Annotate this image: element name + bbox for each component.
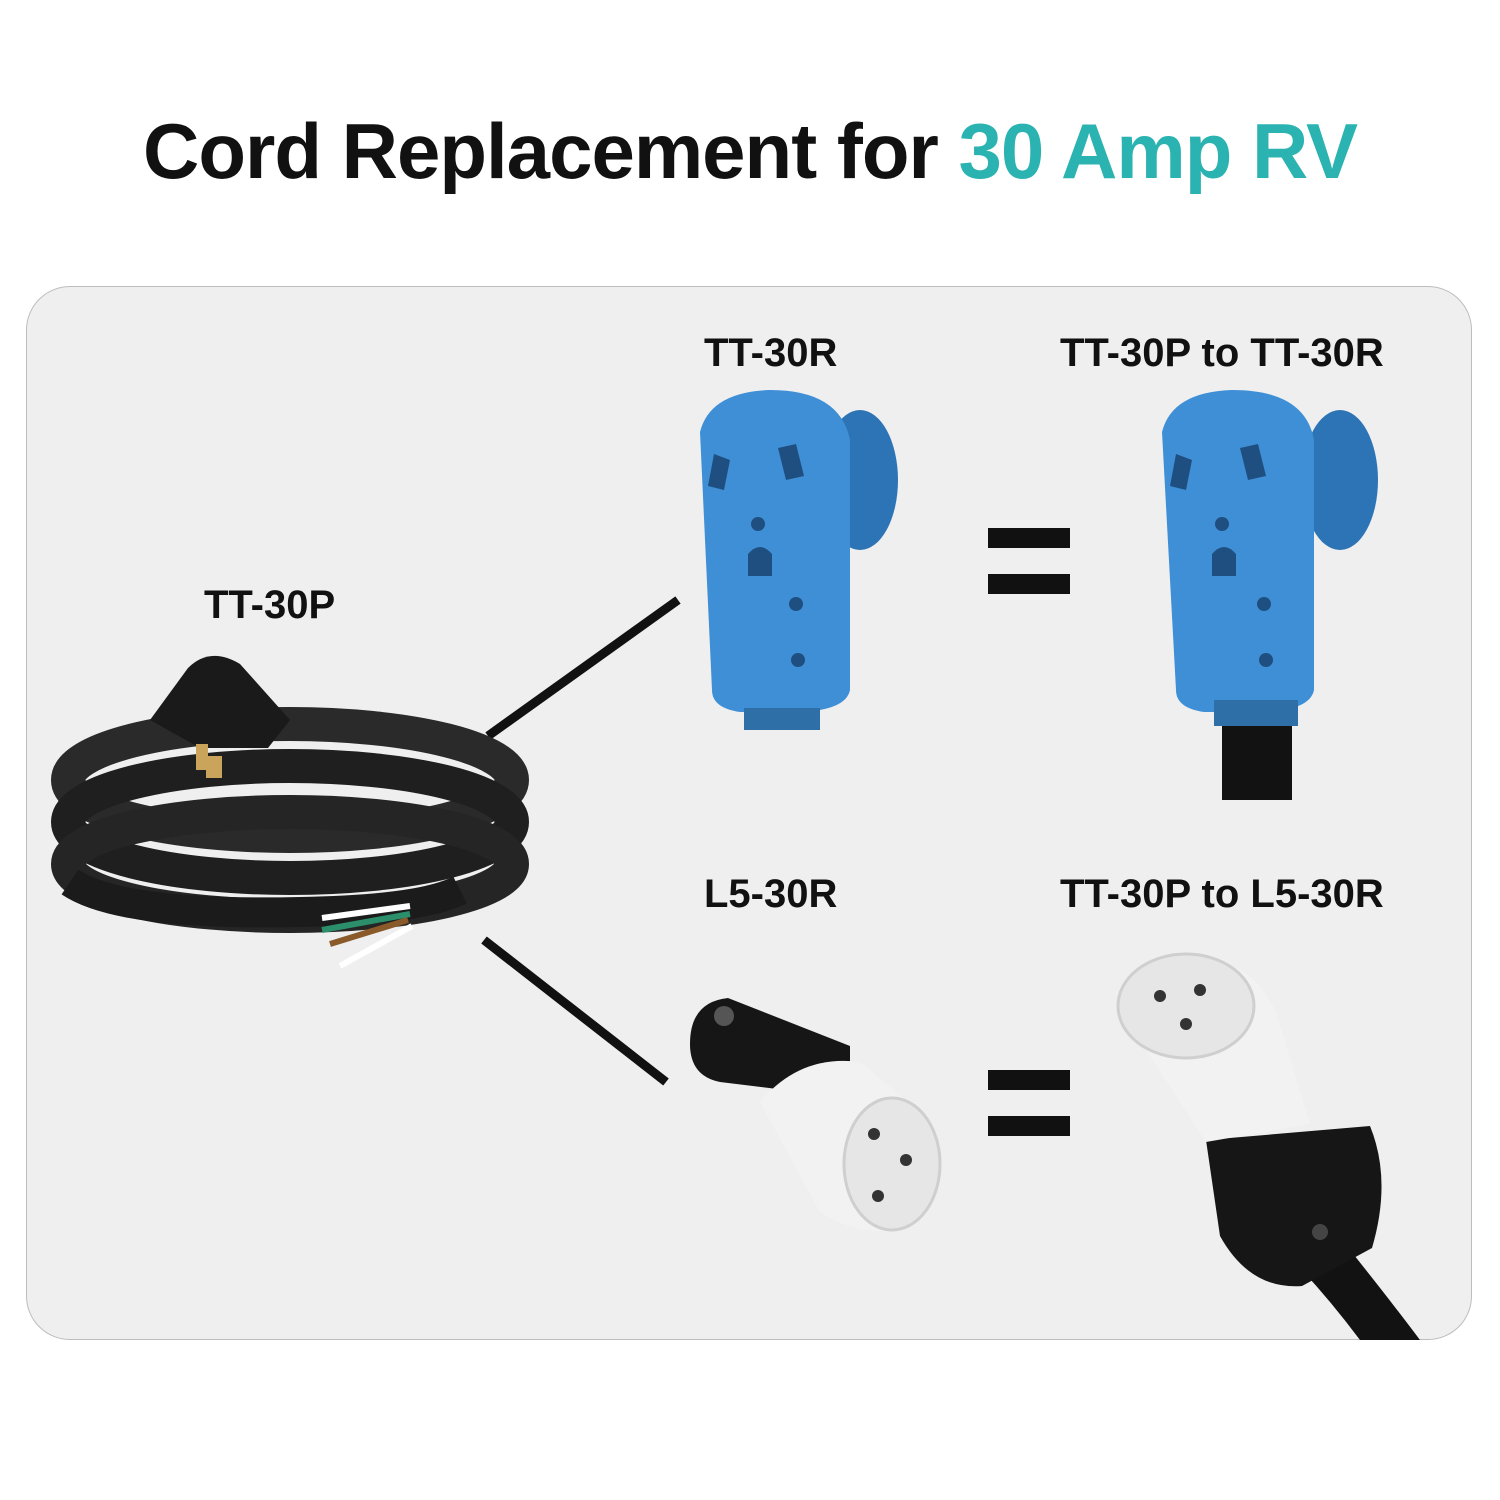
tt30p-to-l5-30r-product <box>1116 952 1420 1340</box>
equals-sign-bottom <box>988 1070 1070 1136</box>
label-l5-30r: L5-30R <box>704 872 838 916</box>
equals-sign-top <box>988 528 1070 594</box>
label-tt30p: TT-30P <box>204 583 336 627</box>
title-main: Cord Replacement for <box>143 107 959 195</box>
label-tt30r: TT-30R <box>704 331 838 375</box>
page-title: Cord Replacement for 30 Amp RV <box>0 112 1500 190</box>
title-accent: 30 Amp RV <box>958 107 1358 195</box>
connector-line-top <box>485 596 681 740</box>
tt30p-to-tt30r-product <box>1162 390 1378 800</box>
connector-line-bottom <box>481 936 669 1086</box>
label-tt30p-to-tt30r: TT-30P to TT-30R <box>1060 331 1384 375</box>
tt30r-blue-receptacle <box>700 390 898 730</box>
l5-30r-locking-receptacle <box>690 998 942 1232</box>
label-tt30p-to-l5-30r: TT-30P to L5-30R <box>1060 872 1384 916</box>
tt30p-coiled-cord <box>51 655 529 969</box>
